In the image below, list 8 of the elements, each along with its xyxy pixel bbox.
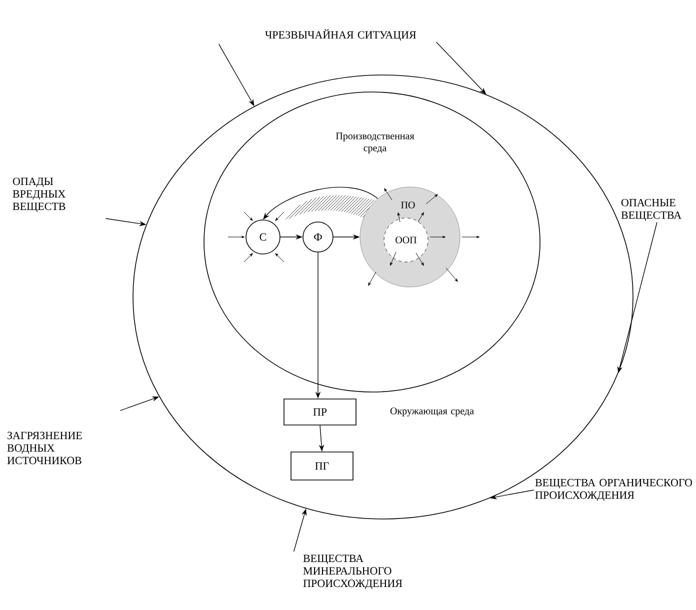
factor-label: ЗАГРЯЗНЕНИЕ ВОДНЫХ ИСТОЧНИКОВ [7,432,82,464]
factor-label: ОПАСНЫЕ ВЕЩЕСТВА [621,198,682,222]
factor-label: ВЕЩЕСТВА МИНЕРАЛЬНОГО ПРОИСХОЖДЕНИЯ [303,554,402,590]
factor-label: ОПАДЫ ВРЕДНЫХ ВЕЩЕСТВ [12,178,66,212]
process-box: ПР [284,398,356,426]
factor-label: ВЕЩЕСТВА ОРГАНИЧЕСКОГО ПРОИСХОЖДЕНИЯ [535,478,692,502]
process-box: ПГ [290,452,354,480]
factor-label: ЧРЕЗВЫЧАЙНАЯ СИТУАЦИЯ [265,29,416,41]
